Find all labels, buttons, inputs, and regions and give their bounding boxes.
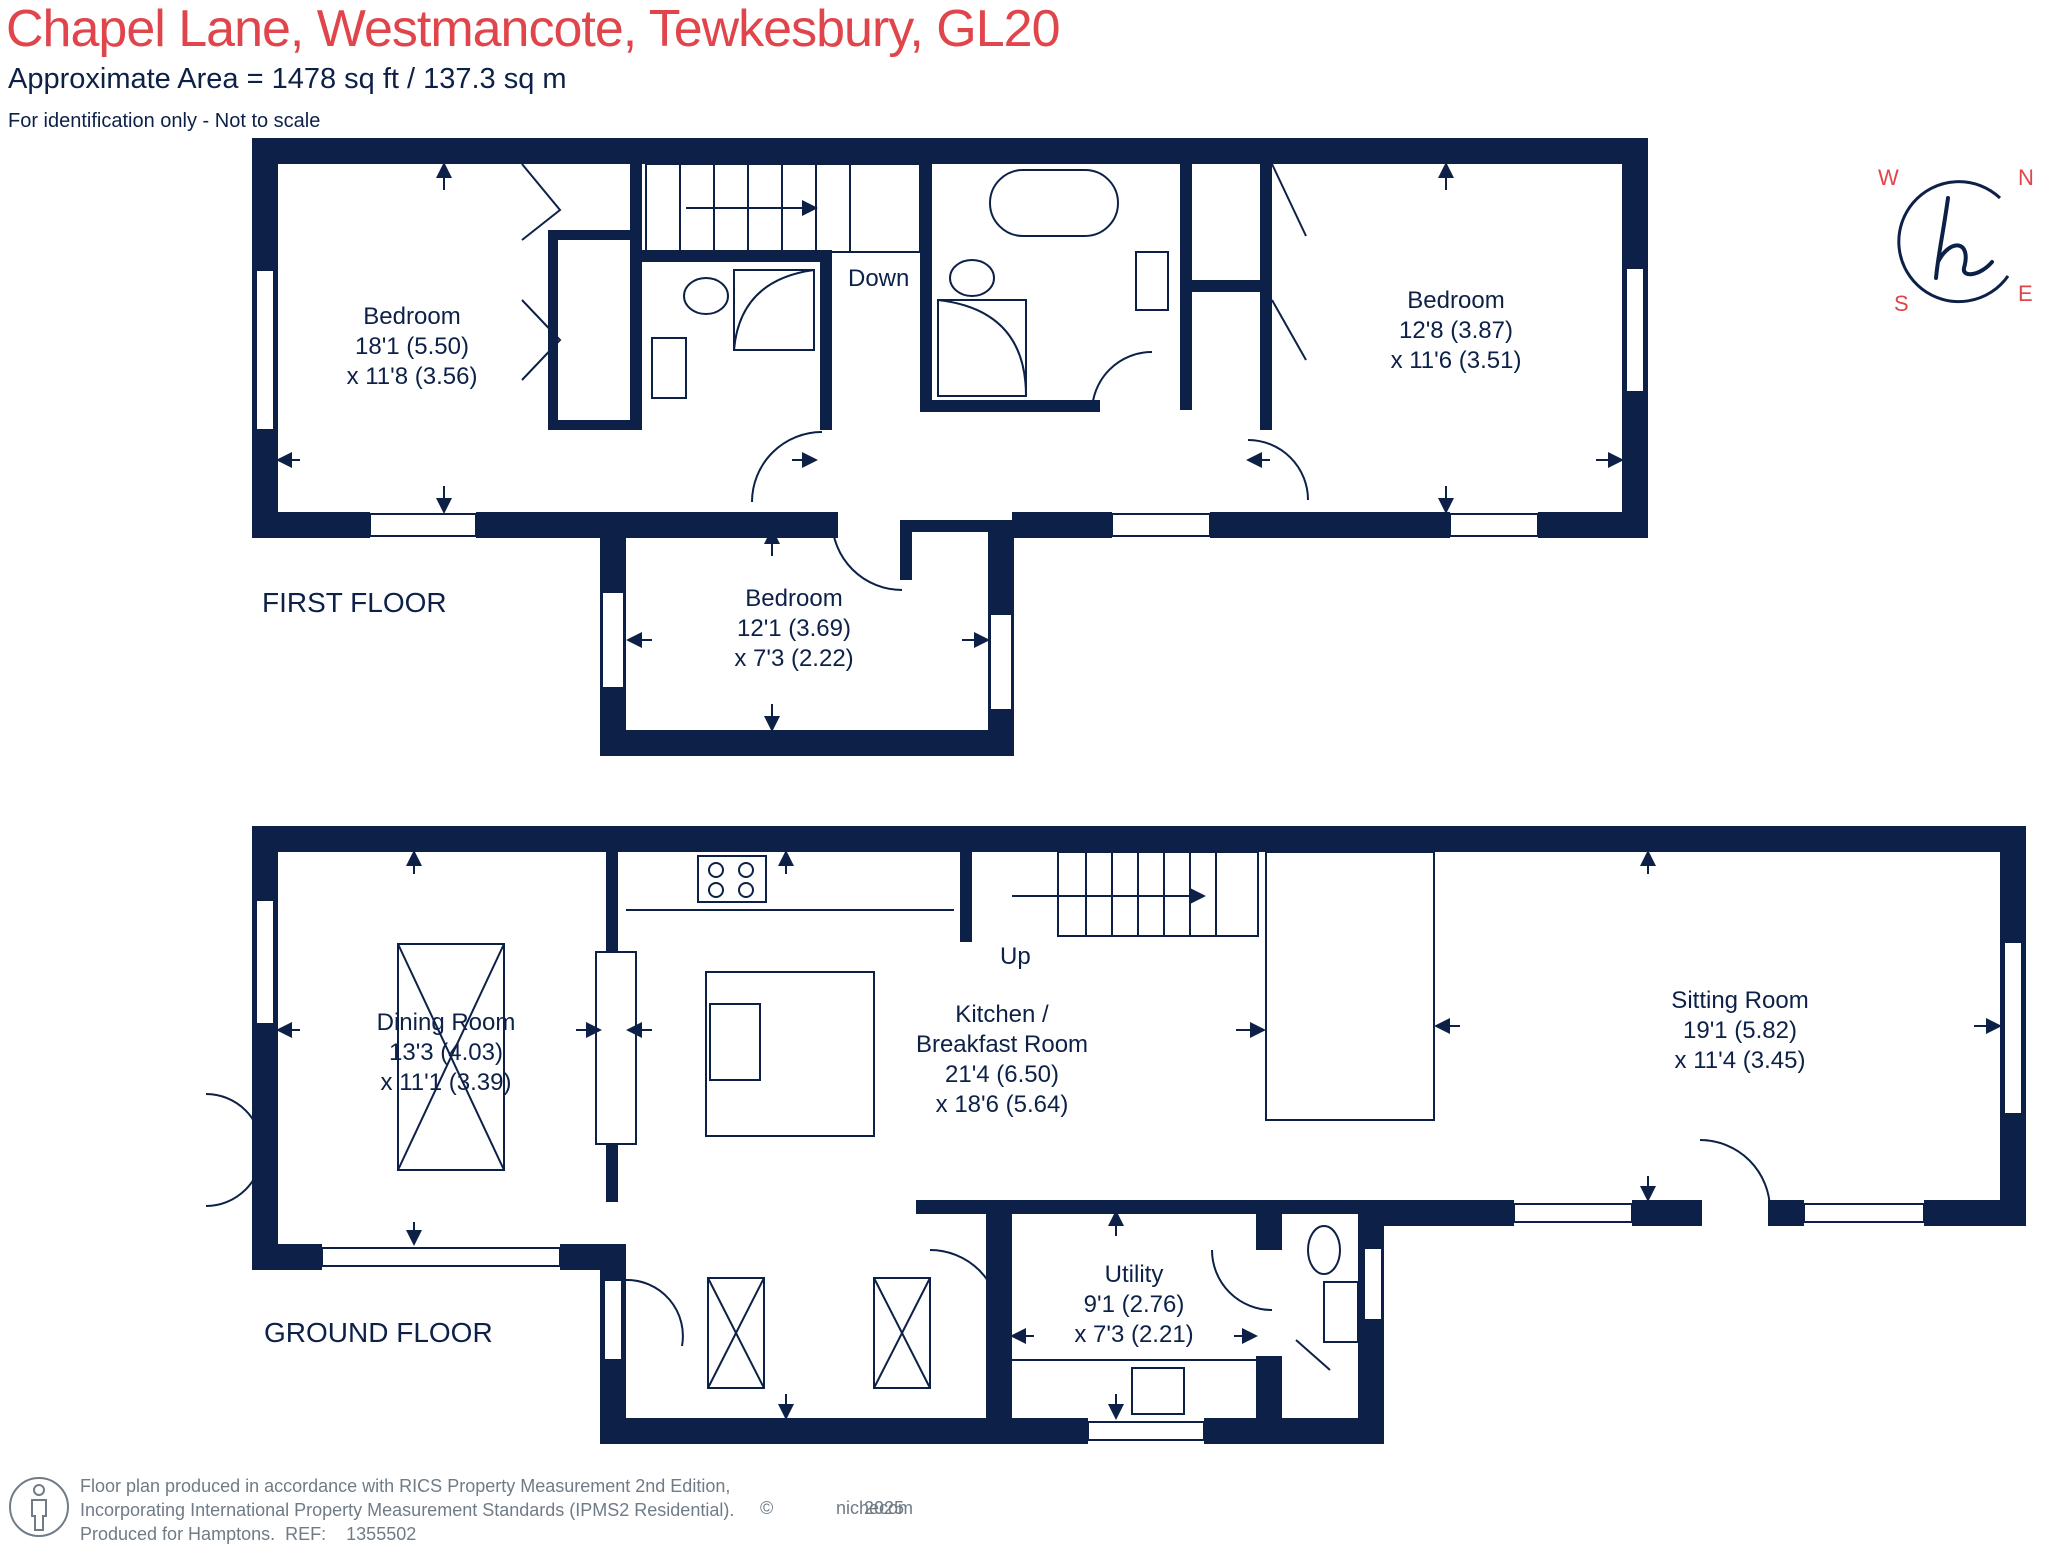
room-dining-room: Dining Room 13'3 (4.03) x 11'1 (3.39) [377, 1008, 516, 1098]
room-utility: Utility 9'1 (2.76) x 7'3 (2.21) [1074, 1260, 1193, 1350]
room-dimension: x 11'1 (3.39) [380, 1069, 512, 1096]
footer-ref-label: REF: [285, 1524, 327, 1544]
room-dimension: x 11'8 (3.56) [346, 363, 478, 390]
footer-notes: Floor plan produced in accordance with R… [80, 1474, 734, 1546]
room-dimension: 21'4 (6.50) [944, 1061, 1059, 1088]
room-dimension: 19'1 (5.82) [1682, 1017, 1797, 1044]
room-bedroom-1: Bedroom 18'1 (5.50) x 11'8 (3.56) [347, 302, 478, 392]
room-name: Bedroom [363, 303, 461, 330]
accessibility-person-icon [9, 1477, 69, 1537]
footer-copyright: © [760, 1498, 774, 1518]
footer-ref-value: 1355502 [346, 1524, 417, 1544]
compass-north: N [2018, 165, 2034, 190]
room-name: Bedroom [1407, 287, 1505, 314]
room-dimension: x 7'3 (2.22) [734, 645, 854, 672]
footer-line-3: Produced for Hamptons. REF: 1355502 [80, 1522, 734, 1546]
room-sitting-room: Sitting Room 19'1 (5.82) x 11'4 (3.45) [1671, 986, 1808, 1076]
room-dimension: x 7'3 (2.21) [1074, 1321, 1194, 1348]
room-name: Sitting Room [1671, 987, 1809, 1014]
room-dimension: 12'1 (3.69) [737, 615, 851, 642]
room-dimension: 18'1 (5.50) [355, 333, 469, 360]
identification-note: For identification only - Not to scale [8, 110, 321, 132]
footer-year: 2025 [864, 1498, 905, 1518]
first-floor-label: FIRST FLOOR [262, 587, 447, 618]
room-name: Utility [1104, 1261, 1164, 1288]
room-dimension: x 18'6 (5.64) [935, 1091, 1069, 1118]
ground-floor-fixtures [205, 851, 1771, 1415]
footer-line-2: Incorporating International Property Mea… [80, 1500, 735, 1520]
room-dimension: x 11'6 (3.51) [1390, 347, 1522, 374]
room-dimension: 13'3 (4.03) [388, 1039, 503, 1066]
compass-south: S [1894, 291, 1909, 316]
compass-west: W [1878, 165, 1899, 190]
room-name: Kitchen / [955, 1001, 1049, 1028]
ground-floor-dimension-arrows [276, 850, 2002, 1420]
footer-line-1: Floor plan produced in accordance with R… [80, 1476, 731, 1496]
room-name: Dining Room [376, 1009, 516, 1036]
footer-brand: nichecom [836, 1498, 914, 1518]
h-monogram-icon [1897, 180, 2010, 304]
stairs-down-label: Down [848, 265, 910, 292]
page-title: Chapel Lane, Westmancote, Tewkesbury, GL… [6, 0, 1061, 58]
first-floor-plan [252, 138, 1648, 756]
room-dimension: 9'1 (2.76) [1083, 1291, 1185, 1318]
room-name-line2: Breakfast Room [915, 1031, 1089, 1058]
footer-produced-for: Produced for Hamptons. [80, 1524, 276, 1544]
compass-logo: W N S E [1878, 158, 2040, 318]
room-name: Bedroom [745, 585, 843, 612]
first-floor-fixtures [521, 163, 1309, 591]
compass-east: E [2018, 281, 2033, 306]
first-floor-windows [255, 267, 1645, 711]
room-dimension: x 11'4 (3.45) [1674, 1047, 1806, 1074]
first-floor-dimension-arrows [276, 162, 1624, 732]
room-kitchen-breakfast: Kitchen / Breakfast Room 21'4 (6.50) x 1… [916, 1000, 1088, 1120]
stairs-up-label: Up [1000, 943, 1031, 970]
room-bedroom-3: Bedroom 12'1 (3.69) x 7'3 (2.22) [734, 584, 853, 674]
ground-floor-label: GROUND FLOOR [264, 1317, 493, 1348]
ground-floor-windows [255, 899, 2023, 1441]
room-bedroom-2: Bedroom 12'8 (3.87) x 11'6 (3.51) [1391, 286, 1522, 376]
approximate-area: Approximate Area = 1478 sq ft / 137.3 sq… [8, 63, 567, 95]
room-dimension: 12'8 (3.87) [1399, 317, 1513, 344]
